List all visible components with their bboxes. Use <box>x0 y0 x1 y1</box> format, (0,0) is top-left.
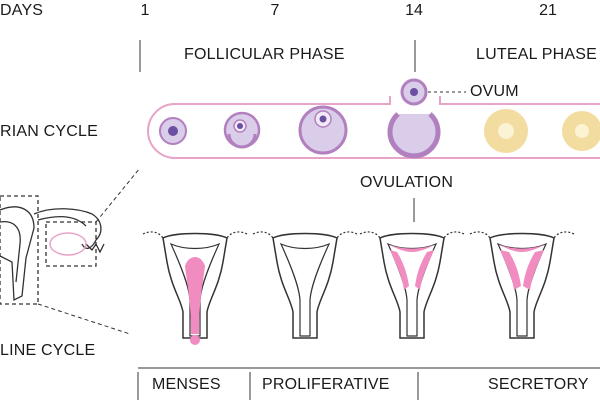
uterus-proliferative <box>252 231 358 339</box>
tertiary-follicle <box>298 105 348 155</box>
ovum <box>400 78 428 106</box>
uterus-secretory <box>469 231 575 339</box>
ovulation-label: OVULATION <box>360 174 454 191</box>
follicular-phase-label: FOLLICULAR PHASE <box>184 46 345 63</box>
phase-bracket <box>139 40 416 72</box>
uterus-menses <box>142 231 248 345</box>
uterine-cycle-label: LINE CYCLE <box>0 342 96 359</box>
ovarian-cycle-track <box>147 96 600 159</box>
secondary-follicle <box>223 111 261 149</box>
uterus-early-secretory <box>359 231 465 339</box>
menses-label: MENSES <box>152 376 221 393</box>
day-21-tick: 21 <box>539 2 557 19</box>
secretory-label: SECRETORY <box>488 376 589 393</box>
luteal-phase-label: LUTEAL PHASE <box>476 46 597 63</box>
connector-lines <box>37 167 141 335</box>
ruptured-follicle <box>387 112 441 159</box>
reproductive-organs-sketch <box>0 195 105 305</box>
proliferative-label: PROLIFERATIVE <box>262 376 390 393</box>
day-7-tick: 7 <box>270 2 280 19</box>
day-1-tick: 1 <box>140 2 150 19</box>
uterine-phase-bracket <box>137 367 600 400</box>
day-14-tick: 14 <box>405 2 423 19</box>
uterine-stages <box>142 231 575 345</box>
primary-follicle <box>159 117 187 145</box>
corpus-luteum-regressing <box>562 111 600 151</box>
ovum-label: OVUM <box>470 83 519 100</box>
corpus-luteum <box>484 109 528 153</box>
ovarian-cycle-label: RIAN CYCLE <box>0 123 99 140</box>
days-title: DAYS <box>0 2 44 19</box>
